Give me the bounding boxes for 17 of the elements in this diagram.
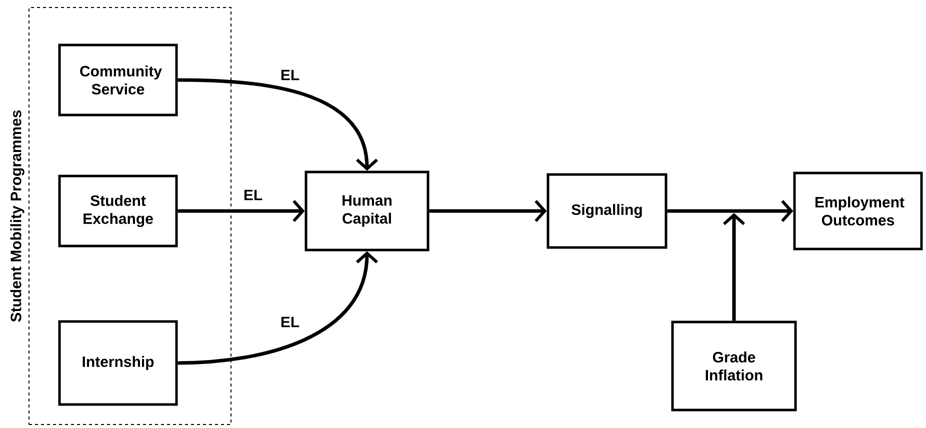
edge-label: EL: [242, 188, 264, 202]
arrow: [178, 200, 305, 222]
edge-label: EL: [279, 68, 301, 82]
arrow: [723, 213, 745, 321]
arrow: [429, 200, 547, 222]
process-box: Community Service: [58, 44, 178, 116]
process-box: Employment Outcomes: [793, 172, 923, 250]
arrow: [178, 78, 378, 171]
arrow: [178, 251, 378, 365]
arrow: [667, 200, 794, 222]
edge-label: EL: [279, 316, 301, 328]
process-box: Student Exchange: [58, 174, 178, 248]
process-box: Grade Inflation: [671, 320, 797, 412]
node-label: Student Mobility Programmes: [10, 110, 24, 322]
process-box: Internship: [58, 320, 178, 406]
process-box: Human Capital: [304, 170, 430, 252]
process-box: Signalling: [546, 173, 668, 249]
